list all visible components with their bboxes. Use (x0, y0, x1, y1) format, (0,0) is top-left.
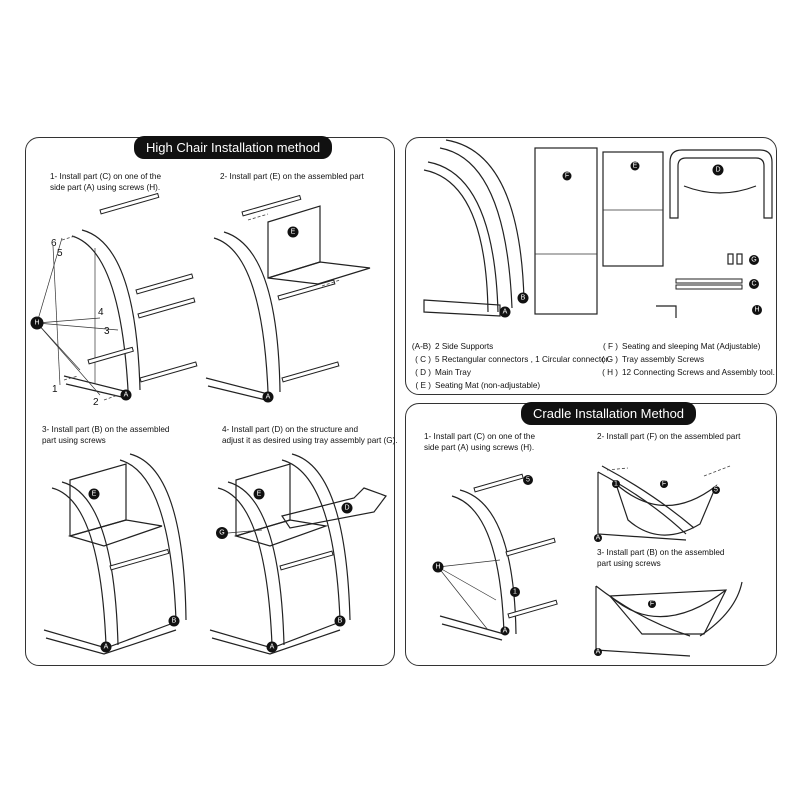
legend-key: ( H ) (602, 368, 618, 377)
high-chair-panel (25, 137, 395, 666)
cr2-badge-f: F (662, 481, 666, 488)
hc-callout-1: 1 (52, 384, 58, 395)
legend-text: 12 Connecting Screws and Assembly tool. (622, 368, 775, 377)
hc-callout-4: 4 (98, 307, 104, 318)
parts-legend-right: ( F ) Seating and sleeping Mat (Adjustabl… (596, 340, 775, 379)
hc-step2-figure: E A (205, 194, 371, 403)
parts-panel (405, 137, 777, 395)
hc4-badge-a-label: A (270, 644, 275, 651)
legend-text: Main Tray (435, 368, 471, 377)
legend-key: ( E ) (415, 381, 431, 390)
hc-badge-h-label: H (34, 320, 39, 327)
cr-callout-1b: 1 (614, 481, 618, 488)
legend-key: ( D ) (415, 368, 431, 377)
cr3-badge-f: F (650, 601, 654, 608)
legend-row: ( E ) Seating Mat (non-adjustable) (409, 379, 610, 392)
legend-key: ( F ) (602, 342, 618, 351)
cradle-step1-figure: 5 1 H A (432, 473, 558, 641)
hc3-badge-a-label: A (104, 644, 109, 651)
cr-callout-5: 5 (526, 477, 530, 484)
parts-badge-g: G (751, 257, 756, 264)
hc3-badge-b-label: B (172, 618, 177, 625)
legend-row: ( H ) 12 Connecting Screws and Assembly t… (596, 366, 775, 379)
hc4-badge-e-label: E (257, 491, 262, 498)
legend-row: ( D ) Main Tray (409, 366, 610, 379)
cr1-badge-a: A (503, 628, 508, 635)
hc4-badge-d (341, 502, 353, 514)
hc-step-2: 2- Install part (E) on the assembled par… (220, 172, 364, 181)
parts-badge-c: C (751, 281, 756, 288)
hc1-badge-a-label: A (124, 392, 129, 399)
hc-step4-figure: E D G A B (209, 453, 387, 655)
hc-callout-6: 6 (51, 238, 57, 249)
cr-callout-5b: 5 (714, 487, 718, 494)
hc4-badge-g-label: G (219, 530, 224, 537)
cradle-title: Cradle Installation Method (521, 402, 697, 425)
connectors-c-icon (675, 278, 743, 290)
cradle-step2-figure: 1 5 F A (594, 465, 731, 542)
legend-key: ( C ) (415, 355, 431, 364)
legend-text: Tray assembly Screws (622, 355, 705, 364)
legend-key: ( G ) (601, 355, 618, 364)
hc-step-1: 1- Install part (C) on one of the side p… (50, 172, 162, 192)
hc4-badge-e (253, 488, 265, 500)
hc3-badge-b (168, 615, 180, 627)
cr-step-1: 1- Install part (C) on one of the side p… (424, 432, 536, 452)
hc-callout-5: 5 (57, 248, 63, 259)
hc-step-3: 3- Install part (B) on the assembled par… (42, 425, 170, 445)
hc3-badge-a (100, 641, 112, 653)
hc-badge-h (30, 316, 44, 330)
cr3-badge-a: A (596, 649, 601, 656)
hc-step-4: 4- Install part (D) on the structure and… (222, 425, 398, 445)
cr-callout-1: 1 (513, 589, 517, 596)
hc4-badge-g (216, 527, 228, 539)
legend-row: ( C ) 5 Rectangular connectors , 1 Circul… (409, 353, 610, 366)
hc2-badge-e-label: E (291, 229, 296, 236)
hc4-badge-d-label: D (344, 505, 349, 512)
parts-badge-a: A (503, 309, 508, 316)
hc3-badge-e-label: E (92, 491, 97, 498)
hc4-badge-b (334, 615, 346, 627)
cr-step-3: 3- Install part (B) on the assembled par… (597, 548, 725, 568)
legend-text: 5 Rectangular connectors , 1 Circular co… (435, 355, 611, 364)
cr-badge-h: H (435, 564, 440, 571)
cradle-step3-figure: F A (594, 581, 743, 657)
cradle-panel (405, 403, 777, 666)
legend-row: ( F ) Seating and sleeping Mat (Adjustabl… (596, 340, 775, 353)
legend-key: (A-B) (411, 342, 431, 351)
hc1-badge-a (120, 389, 132, 401)
high-chair-title: High Chair Installation method (134, 136, 333, 159)
hc2-badge-a-label: A (266, 394, 271, 401)
parts-badge-f: F (565, 173, 569, 180)
hc2-badge-a (262, 391, 274, 403)
parts-badge-e: E (633, 163, 638, 170)
hc3-badge-e (88, 488, 100, 500)
legend-text: Seating Mat (non-adjustable) (435, 381, 541, 390)
hc-callout-3: 3 (104, 326, 110, 337)
hc-callout-2: 2 (93, 397, 99, 408)
cr-step-2: 2- Install part (F) on the assembled par… (597, 432, 741, 441)
screws-g-icon (727, 253, 743, 265)
hc4-badge-b-label: B (338, 618, 343, 625)
legend-text: 2 Side Supports (435, 342, 494, 351)
legend-row: (A-B) 2 Side Supports (409, 340, 610, 353)
hc-step1-figure: 6 5 4 3 1 2 H A (30, 192, 198, 408)
screws-h-icon (656, 305, 677, 318)
parts-badge-h: H (754, 307, 759, 314)
hc2-badge-e (287, 226, 299, 238)
parts-badge-d: D (715, 167, 720, 174)
legend-text: Seating and sleeping Mat (Adjustable) (622, 342, 761, 351)
parts-legend-left: (A-B) 2 Side Supports ( C ) 5 Rectangular … (409, 340, 610, 392)
cr2-badge-a: A (596, 535, 601, 542)
legend-row: ( G ) Tray assembly Screws (596, 353, 775, 366)
hc4-badge-a (266, 641, 278, 653)
parts-figure: F E D G C H A B (423, 139, 773, 318)
hc-step3-figure: E A B (43, 453, 187, 655)
parts-badge-b: B (521, 295, 526, 302)
